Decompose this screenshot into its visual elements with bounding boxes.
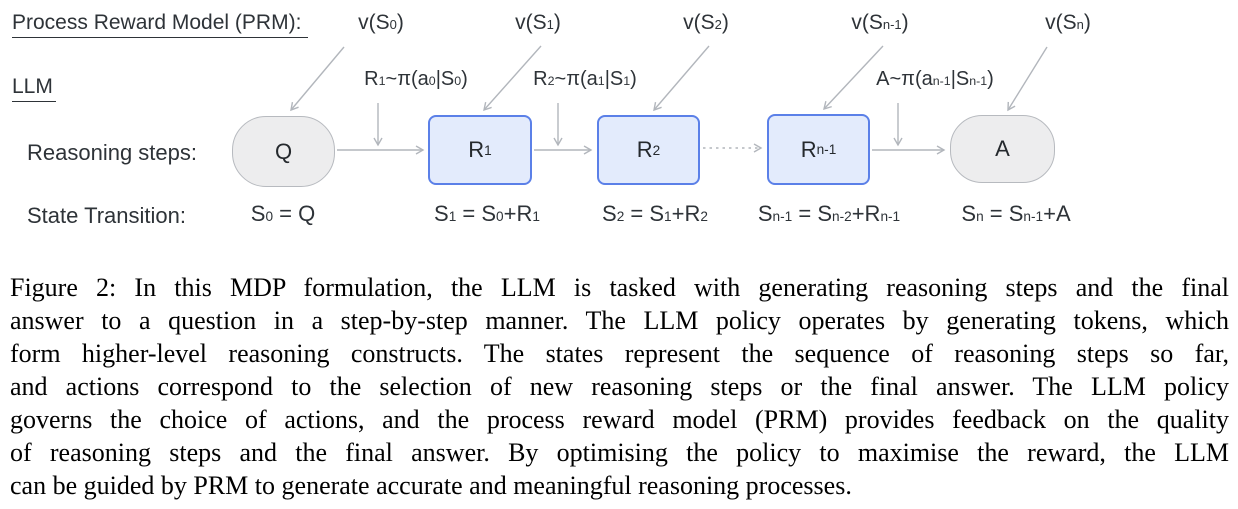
caption-line: form higher-level reasoning constructs. … — [10, 339, 1229, 368]
state-transition-sn1: Sn-1 = Sn-2+Rn-1 — [757, 201, 901, 226]
figure-caption: Figure 2: In this MDP formulation, the L… — [10, 271, 1229, 502]
caption-line: Figure 2: In this MDP formulation, the L… — [10, 273, 1229, 302]
caption-line: can be guided by PRM to generate accurat… — [10, 471, 852, 500]
state-transition-label: State Transition: — [27, 203, 186, 228]
value-label-vs0: v(S0) — [358, 11, 404, 34]
state-transition-s0: S0 = Q — [250, 201, 316, 226]
caption-line: answer to a question in a step-by-step m… — [10, 306, 1229, 335]
prm-title: Process Reward Model (PRM): — [12, 11, 309, 38]
state-transition-s1: S1 = S0+R1 — [434, 201, 540, 226]
value-label-vsn1: v(Sn-1) — [851, 11, 909, 34]
caption-line: and actions correspond to the selection … — [10, 372, 1229, 401]
value-label-vsn: v(Sn) — [1045, 11, 1091, 34]
policy-label-r1: R1~π(a0|S0) — [364, 68, 468, 90]
llm-label: LLM — [12, 75, 56, 102]
reasoning-steps-label: Reasoning steps: — [27, 140, 197, 165]
state-transition-s2: S2 = S1+R2 — [602, 201, 708, 226]
value-label-vs1: v(S1) — [515, 11, 561, 34]
arrow-vsn1-to-rn1 — [824, 45, 884, 109]
node-a: A — [950, 115, 1055, 183]
arrow-vsn-to-a — [1008, 46, 1048, 110]
arrow-vs2-to-r2 — [654, 45, 710, 110]
policy-label-a: A~π(an-1|Sn-1) — [876, 68, 994, 90]
value-label-vs2: v(S2) — [683, 11, 729, 34]
caption-line: of reasoning steps and the final answer.… — [10, 438, 1229, 467]
policy-label-r2: R2~π(a1|S1) — [533, 68, 637, 90]
state-transition-sn: Sn = Sn-1+A — [961, 201, 1071, 226]
mdp-diagram: Process Reward Model (PRM): LLM v(S0) v(… — [12, 11, 1091, 228]
caption-line: governs the choice of actions, and the p… — [10, 405, 1229, 434]
node-q: Q — [232, 116, 335, 187]
arrow-vs0-to-q — [291, 46, 345, 110]
